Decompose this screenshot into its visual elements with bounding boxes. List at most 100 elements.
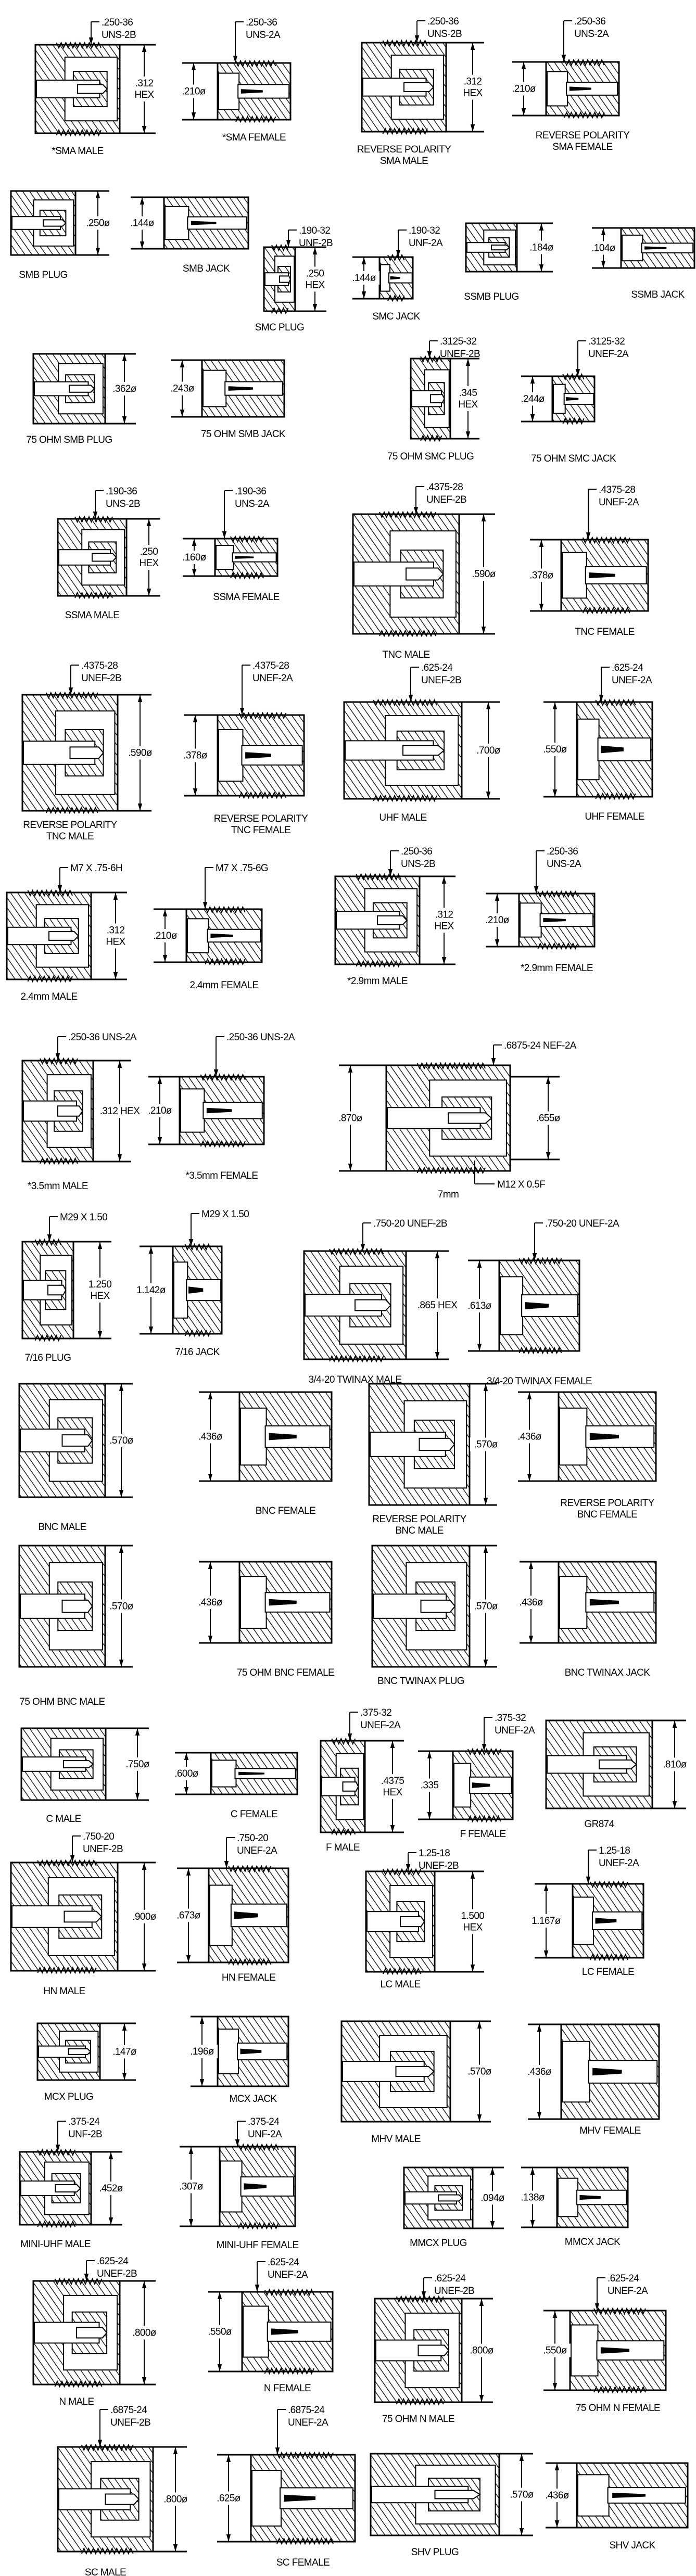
thread-spec-label: UNEF-2B: [421, 675, 461, 686]
connector-name-label: MHV MALE: [371, 2134, 420, 2145]
connector-name-label: REVERSE POLARITY: [23, 820, 117, 831]
connector-name-label: 75 OHM SMB PLUG: [26, 435, 112, 445]
connector-name-label: REVERSE POLARITY: [214, 813, 308, 824]
thread-teeth: [235, 59, 276, 68]
socket-bore: [187, 216, 247, 230]
thread-teeth: [230, 535, 264, 543]
connector-body-drawing: [10, 190, 77, 256]
dimension-label: .865 HEX: [417, 1300, 458, 1311]
thread-teeth: [537, 942, 578, 950]
socket-contact: [188, 1286, 204, 1294]
socket-contact: [271, 2328, 298, 2335]
connector-body-drawing: [217, 2016, 289, 2087]
connector-body-drawing: [452, 1748, 514, 1823]
dimension-label-bg: [149, 929, 181, 942]
connector-body-drawing: [370, 2453, 500, 2536]
connector-name-label: N MALE: [59, 2396, 94, 2407]
center-pin: [403, 82, 435, 93]
connector-name-label: BNC MALE: [395, 1525, 443, 1536]
dimension-label-bg: [213, 2491, 244, 2505]
dimension-label-bg: [470, 1599, 501, 1613]
thread-spec-label: .4375-28: [599, 484, 635, 495]
dimension-label-bg: [659, 1757, 690, 1771]
dimension-label: .550ø: [543, 2345, 567, 2356]
dimension-label: .436ø: [519, 1597, 543, 1608]
thread-spec-label: UNEF-2B: [110, 2417, 150, 2428]
dimension-label-bg: [526, 240, 557, 254]
connector-name-label: F FEMALE: [460, 1829, 505, 1840]
thread-spec-label: UNEF-2B: [97, 2268, 137, 2279]
connector-name-label: 75 OHM SMC PLUG: [387, 451, 474, 462]
dimension-label-bg: [413, 1298, 462, 1312]
connector-body-drawing: [558, 1391, 657, 1482]
dimension-label-bg: [377, 1774, 408, 1799]
connector-name-label: HN MALE: [43, 1986, 85, 1997]
thread-teeth: [420, 355, 442, 363]
thread-teeth: [238, 711, 287, 720]
connector-body-drawing: [241, 2288, 334, 2375]
connector-body-drawing: [36, 2022, 101, 2081]
thread-teeth: [81, 2547, 134, 2555]
dimension-label: .550ø: [543, 744, 567, 755]
dimension-label-bg: [526, 568, 557, 582]
connector-name-label: *2.9mm FEMALE: [521, 963, 593, 974]
thread-spec-label: .625-24: [608, 2273, 639, 2284]
connector-body-drawing: [385, 1062, 511, 1175]
thread-spec-label: UNEF-2A: [495, 1725, 535, 1736]
connector-name-label: C MALE: [46, 1814, 81, 1825]
thread-spec-label: UNEF-2B: [419, 1860, 459, 1871]
connector-name-label: MMCX JACK: [565, 2237, 621, 2248]
dimension-label: .700ø: [476, 745, 501, 756]
connector-body-drawing: [551, 373, 596, 425]
thread-teeth: [228, 1958, 272, 1966]
dimension-label: .655ø: [536, 1113, 561, 1124]
mating-cavity: [187, 918, 209, 953]
connector-name-label: 75 OHM SMC JACK: [531, 453, 616, 464]
dimension-label: .250ø: [86, 218, 110, 229]
dimension-label-bg: [335, 1111, 366, 1125]
center-pin: [64, 1910, 103, 1923]
mating-cavity: [453, 1763, 472, 1808]
center-bore: [411, 390, 442, 407]
connector-body-drawing: [238, 1391, 333, 1482]
center-pin: [61, 1434, 93, 1447]
thread-teeth: [356, 960, 401, 968]
thread-spec-label: .625-24: [268, 2257, 299, 2268]
mating-cavity: [559, 1576, 588, 1629]
connector-body-drawing: [556, 2166, 629, 2228]
thread-callout: M7 X .75-6H: [57, 863, 123, 892]
socket-contact: [240, 2048, 262, 2055]
connector-name-label: *3.5mm FEMALE: [186, 1170, 258, 1181]
mating-cavity: [218, 2029, 239, 2074]
dimension-label: .800ø: [132, 2328, 157, 2339]
thread-teeth: [81, 2443, 134, 2452]
dimension-label-bg: [468, 567, 499, 581]
dimension-label: .436ø: [527, 2067, 552, 2077]
dimension-label: .673ø: [176, 1910, 201, 1921]
connector-name-label: SSMA FEMALE: [213, 592, 280, 603]
connector-name-label: 2.4mm MALE: [20, 991, 77, 1002]
dimension-label-bg: [95, 2182, 126, 2195]
dimension-label-bg: [109, 382, 140, 396]
dimension-label-bg: [136, 545, 162, 570]
dimension-label-bg: [477, 2191, 508, 2205]
dimension-label: .250: [140, 546, 158, 557]
dimension-label-bg: [106, 1434, 137, 1447]
